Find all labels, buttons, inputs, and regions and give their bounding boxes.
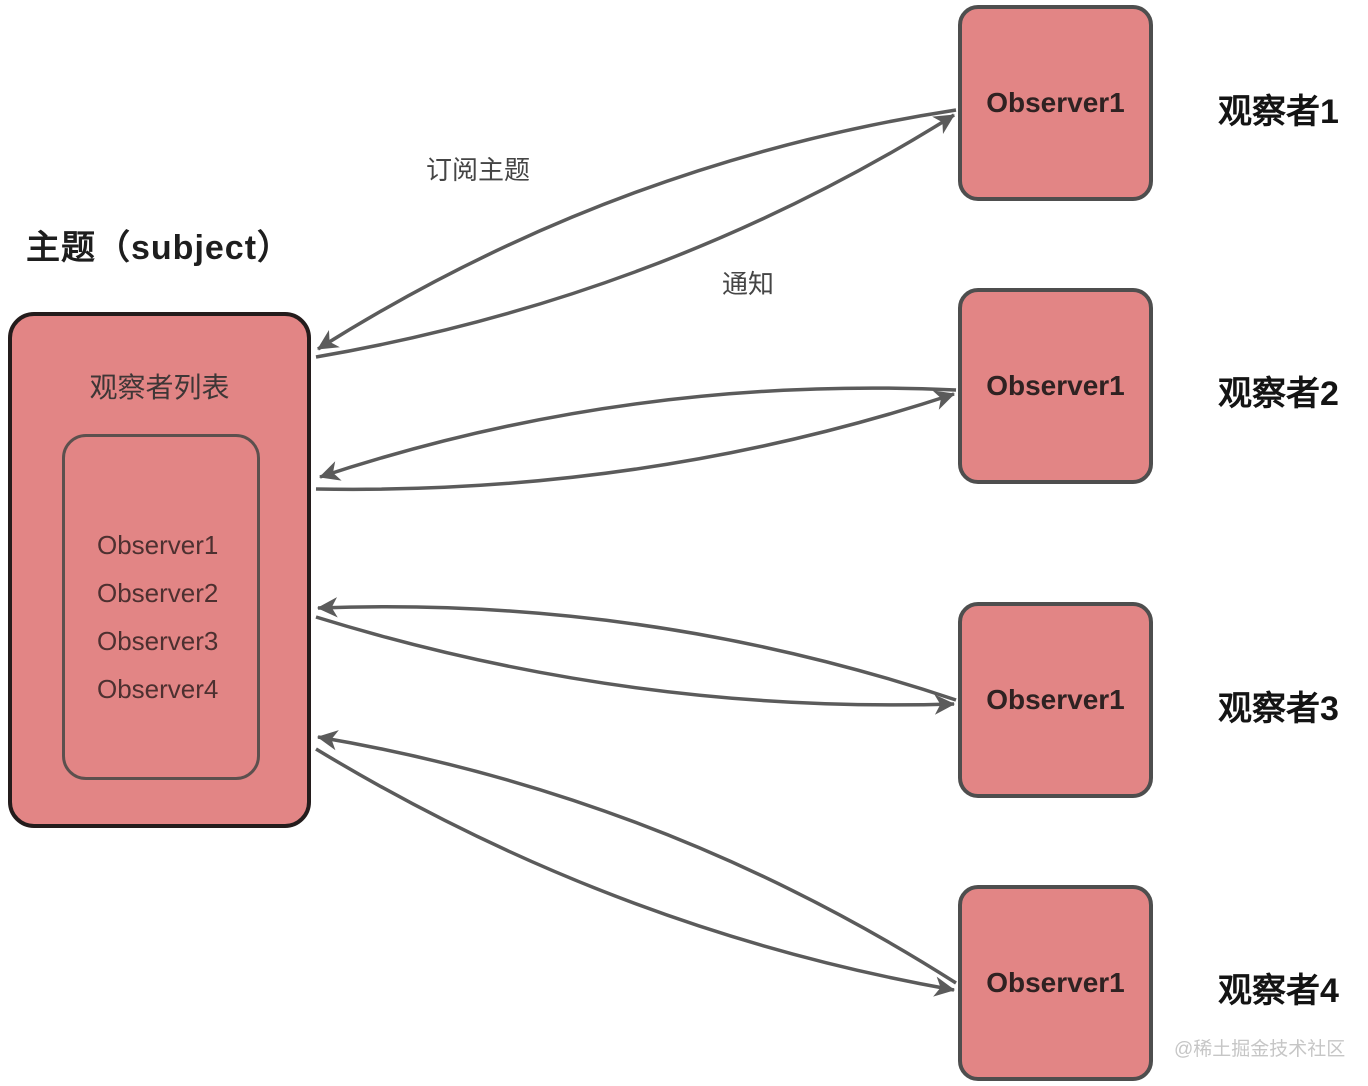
subscribe-arrow-4 xyxy=(316,730,957,985)
observer-list-item: Observer2 xyxy=(97,578,219,608)
observer-side-label-1: 观察者1 xyxy=(1218,93,1339,131)
observer-node-label: Observer1 xyxy=(986,967,1125,998)
observer-node-2: Observer1 xyxy=(958,288,1153,484)
subscribe-arrow-1 xyxy=(317,108,957,351)
observer-side-label-3: 观察者3 xyxy=(1218,690,1339,728)
notify-arrow-2 xyxy=(315,390,955,492)
observer-node-1: Observer1 xyxy=(958,5,1153,201)
subscribe-arrow-2 xyxy=(319,386,957,481)
observer-list-item: Observer1 xyxy=(97,530,219,560)
watermark: @稀土掘金技术社区 xyxy=(1174,1039,1346,1060)
notify-arrow-1 xyxy=(315,113,955,359)
observer-list-title: 观察者列表 xyxy=(89,372,230,403)
subject-box: 观察者列表 Observer1 Observer2 Observer3 Obse… xyxy=(8,312,311,828)
observer-node-label: Observer1 xyxy=(986,370,1125,401)
observer-list: Observer1 Observer2 Observer3 Observer4 xyxy=(97,521,218,713)
observer-node-4: Observer1 xyxy=(958,885,1153,1081)
notify-arrow-3 xyxy=(315,615,956,715)
observer-list-item: Observer4 xyxy=(97,674,219,704)
subject-title: 主题（subject） xyxy=(26,229,293,267)
observer-side-label-2: 观察者2 xyxy=(1218,375,1339,413)
observer-node-3: Observer1 xyxy=(958,602,1153,798)
subscribe-edge-label: 订阅主题 xyxy=(426,155,531,185)
subscribe-arrow-3 xyxy=(316,597,957,702)
observer-side-label-4: 观察者4 xyxy=(1218,972,1339,1010)
notify-arrow-4 xyxy=(315,747,956,997)
observer-node-label: Observer1 xyxy=(986,684,1125,715)
notify-edge-label: 通知 xyxy=(722,269,775,299)
observer-list-box: Observer1 Observer2 Observer3 Observer4 xyxy=(62,434,260,780)
observer-list-item: Observer3 xyxy=(97,626,219,656)
observer-node-label: Observer1 xyxy=(986,87,1125,118)
